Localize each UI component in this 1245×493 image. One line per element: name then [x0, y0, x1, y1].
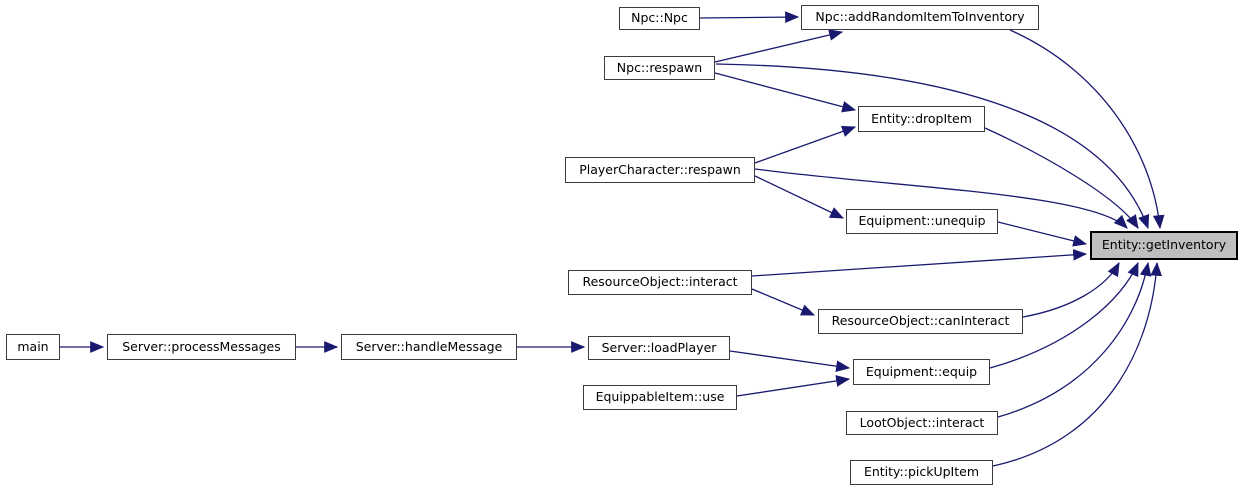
edge-equippable-item-use-to-equipment-equip — [736, 375, 851, 397]
edge-equipment-unequip-to-entity-get-inventory — [997, 221, 1088, 247]
edge-player-character-respawn-to-equipment-unequip — [754, 175, 845, 219]
node-entity-get-inventory: Entity::getInventory — [1090, 231, 1238, 260]
edge-server-load-player-to-equipment-equip — [729, 350, 851, 372]
edge-loot-object-interact-to-entity-get-inventory — [997, 261, 1152, 418]
node-entity-pick-up-item[interactable]: Entity::pickUpItem — [850, 460, 993, 485]
edge-entity-drop-item-to-entity-get-inventory — [984, 127, 1139, 229]
node-server-process-messages[interactable]: Server::processMessages — [107, 334, 296, 360]
edge-npc-respawn-to-entity-drop-item — [714, 72, 857, 113]
edge-npc-npc-to-npc-add-random-item-to-inventory — [699, 11, 800, 23]
node-entity-drop-item[interactable]: Entity::dropItem — [858, 106, 985, 132]
node-server-load-player[interactable]: Server::loadPlayer — [588, 336, 730, 360]
node-resource-object-can-interact[interactable]: ResourceObject::canInteract — [818, 309, 1023, 334]
node-main[interactable]: main — [6, 334, 60, 360]
edge-npc-respawn-to-entity-get-inventory — [715, 63, 1150, 230]
edge-player-character-respawn-to-entity-drop-item — [754, 125, 857, 164]
node-npc-npc[interactable]: Npc::Npc — [619, 7, 700, 30]
edge-player-character-respawn-to-entity-get-inventory — [754, 168, 1128, 229]
edge-resource-object-interact-to-resource-object-can-interact — [751, 288, 816, 316]
node-equippable-item-use[interactable]: EquippableItem::use — [583, 385, 737, 410]
node-player-character-respawn[interactable]: PlayerCharacter::respawn — [565, 157, 755, 183]
edge-equipment-equip-to-entity-get-inventory — [989, 261, 1139, 369]
edge-resource-object-can-interact-to-entity-get-inventory — [1022, 261, 1120, 318]
node-equipment-equip[interactable]: Equipment::equip — [853, 359, 990, 385]
node-npc-add-random-item-to-inventory[interactable]: Npc::addRandomItemToInventory — [801, 5, 1039, 30]
edge-npc-respawn-to-npc-add-random-item-to-inventory — [714, 29, 844, 63]
node-npc-respawn[interactable]: Npc::respawn — [604, 56, 715, 80]
edge-npc-add-random-item-to-inventory-to-entity-get-inventory — [1009, 29, 1165, 230]
node-resource-object-interact[interactable]: ResourceObject::interact — [568, 270, 752, 295]
edge-resource-object-interact-to-entity-get-inventory — [751, 249, 1088, 277]
node-server-handle-message[interactable]: Server::handleMessage — [341, 334, 517, 360]
edge-entity-pick-up-item-to-entity-get-inventory — [992, 261, 1162, 467]
node-loot-object-interact[interactable]: LootObject::interact — [846, 411, 998, 435]
node-equipment-unequip[interactable]: Equipment::unequip — [846, 209, 998, 234]
